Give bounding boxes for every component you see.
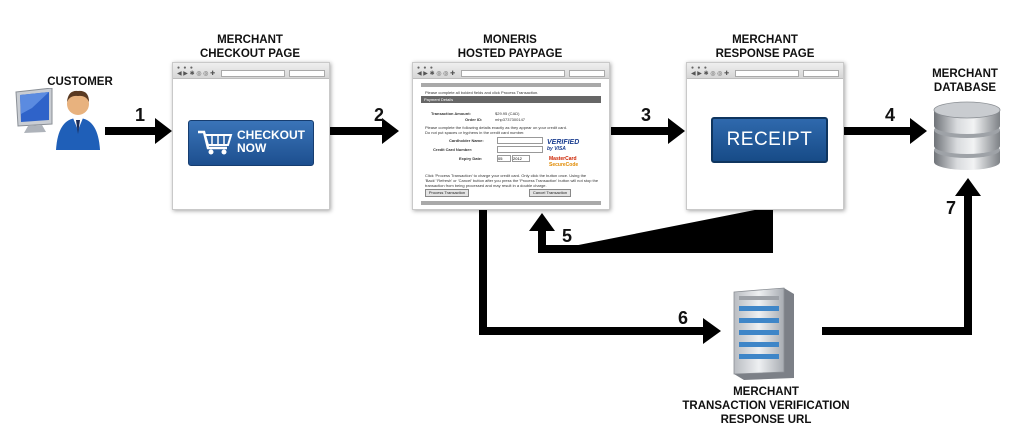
server-icon bbox=[733, 287, 794, 380]
expiry-month-select[interactable]: 05 bbox=[497, 155, 511, 162]
step-number-6: 6 bbox=[678, 308, 689, 328]
arrow-2 bbox=[330, 118, 399, 144]
expiry-label: Expiry Date: bbox=[459, 156, 483, 161]
process-transaction-button[interactable]: Process Transaction bbox=[425, 189, 469, 197]
browser-toolbar: ● ● ●◀ ▶ ✱ ◎ ◎ ✚ bbox=[687, 63, 843, 79]
amount-value: $29.95 (CAD) bbox=[495, 111, 520, 116]
response-page-label-line1: MERCHANT bbox=[732, 34, 798, 46]
arrow-3 bbox=[611, 118, 685, 144]
order-id-label: Order ID: bbox=[465, 117, 483, 122]
paypage-top-bar bbox=[421, 83, 601, 87]
order-id-value: mhp3737300147 bbox=[495, 117, 526, 122]
arrow-4 bbox=[844, 118, 927, 144]
step-number-5: 5 bbox=[562, 226, 573, 246]
response-browser-window: ● ● ●◀ ▶ ✱ ◎ ◎ ✚ RECEIPT bbox=[686, 62, 844, 210]
checkout-now-button[interactable]: CHECKOUT NOW bbox=[188, 120, 314, 166]
step-number-3: 3 bbox=[641, 105, 652, 125]
cardholder-name-input[interactable] bbox=[497, 137, 543, 144]
database-label-line2: DATABASE bbox=[933, 82, 997, 94]
response-page-label-line2: RESPONSE PAGE bbox=[715, 48, 815, 60]
mastercard-securecode-logo: MasterCard SecureCode bbox=[549, 156, 579, 168]
customer-label: CUSTOMER bbox=[47, 76, 113, 88]
database-label-line1: MERCHANT bbox=[932, 68, 998, 80]
checkout-page-label-line1: MERCHANT bbox=[217, 34, 283, 46]
checkout-button-line2: NOW bbox=[237, 141, 267, 155]
amount-label: Transaction Amount: bbox=[431, 111, 471, 116]
step-number-2: 2 bbox=[374, 105, 385, 125]
shopping-cart-icon bbox=[198, 130, 233, 155]
verification-label-line2: TRANSACTION VERIFICATION bbox=[682, 400, 850, 412]
verification-label-line3: RESPONSE URL bbox=[720, 414, 812, 426]
cancel-transaction-button[interactable]: Cancel Transaction bbox=[529, 189, 571, 197]
card-note-2: Do not put spaces or hyphens in the cred… bbox=[425, 130, 525, 135]
customer-icon bbox=[15, 88, 100, 150]
paypage-label-line1: MONERIS bbox=[483, 34, 537, 46]
checkout-page-label-line2: CHECKOUT PAGE bbox=[199, 48, 301, 60]
receipt-button[interactable]: RECEIPT bbox=[711, 117, 828, 163]
checkout-button-line1: CHECKOUT bbox=[237, 128, 305, 142]
arrow-5 bbox=[529, 208, 773, 253]
card-note-1: Please complete the following details ex… bbox=[425, 125, 568, 130]
step-number-4: 4 bbox=[885, 105, 896, 125]
footer-note-1: Click 'Process Transaction' to charge yo… bbox=[425, 173, 587, 178]
checkout-browser-window: ● ● ●◀ ▶ ✱ ◎ ◎ ✚ CHECKOUT NOW bbox=[172, 62, 330, 210]
expiry-year-select[interactable]: 2012 bbox=[512, 155, 530, 162]
footer-note-2: 'Back' 'Refresh' or 'Cancel' button afte… bbox=[425, 178, 599, 183]
verification-label-line1: MERCHANT bbox=[733, 386, 799, 398]
arrow-7 bbox=[822, 327, 972, 335]
paypage-browser-window: ● ● ●◀ ▶ ✱ ◎ ◎ ✚ Please complete all bol… bbox=[412, 62, 610, 210]
card-number-label: Credit Card Number: bbox=[433, 147, 473, 152]
browser-toolbar: ● ● ●◀ ▶ ✱ ◎ ◎ ✚ bbox=[413, 63, 609, 79]
card-number-input[interactable] bbox=[497, 146, 543, 153]
paypage-label-line2: HOSTED PAYPAGE bbox=[457, 48, 563, 60]
payment-details-header: Payment Details bbox=[421, 96, 601, 103]
paypage-bottom-bar bbox=[421, 201, 601, 205]
arrow-1 bbox=[105, 118, 172, 144]
footer-note-3: transaction from being processed and may… bbox=[425, 183, 547, 188]
step-number-7: 7 bbox=[946, 198, 957, 218]
cardholder-label: Cardholder Name: bbox=[449, 138, 484, 143]
database-icon bbox=[933, 101, 1001, 170]
browser-toolbar: ● ● ●◀ ▶ ✱ ◎ ◎ ✚ bbox=[173, 63, 329, 79]
verified-by-visa-logo: VERIFIED by VISA bbox=[547, 139, 580, 152]
paypage-instruction: Please complete all bolded fields and cl… bbox=[425, 90, 539, 95]
arrow-6 bbox=[479, 208, 487, 327]
step-number-1: 1 bbox=[135, 105, 146, 125]
